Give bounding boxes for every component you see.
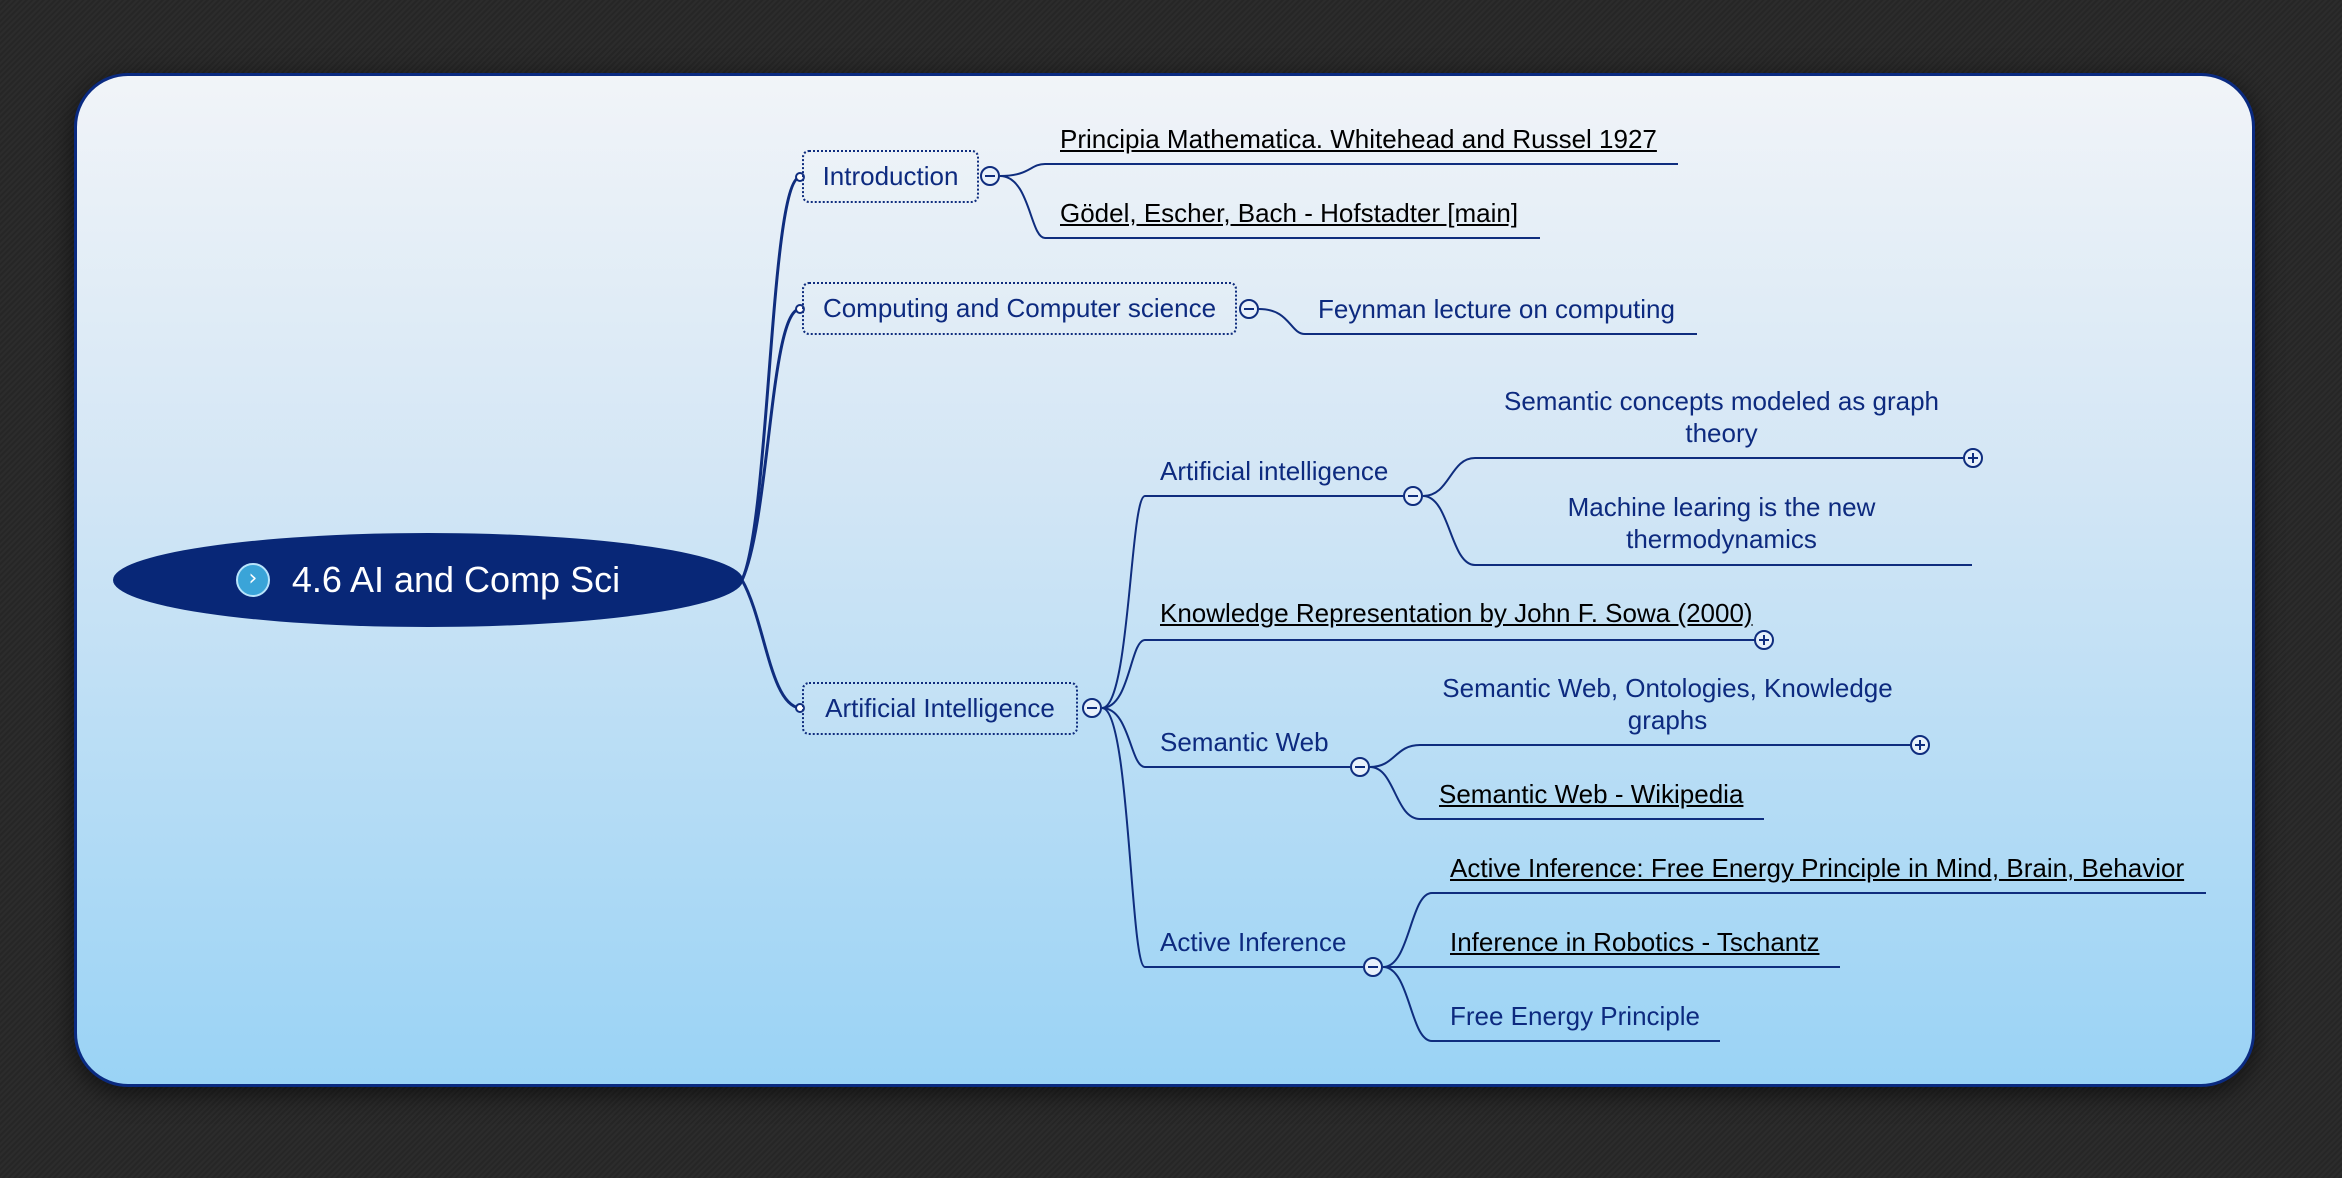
topic-introduction[interactable]: Introduction [802, 150, 979, 203]
link-inference-robotics[interactable]: Inference in Robotics - Tschantz [1450, 927, 1820, 957]
edge-semantic-web [1101, 707, 1350, 768]
link-knowledge-representation[interactable]: Knowledge Representation by John F. Sowa… [1160, 598, 1753, 628]
node-artificial-intelligence[interactable]: Artificial intelligence [1160, 456, 1389, 486]
branch-ai [740, 578, 802, 710]
edge-sw-wikipedia [1369, 766, 1764, 820]
edge-active-inference [1101, 707, 1363, 968]
expand-sw-ontologies-button[interactable] [1910, 735, 1930, 755]
collapse-introduction-button[interactable] [980, 166, 1000, 186]
link-semantic-web-wikipedia[interactable]: Semantic Web - Wikipedia [1439, 779, 1744, 809]
branch-computing [740, 307, 802, 582]
node-ml-thermodynamics[interactable]: Machine learing is the new thermodynamic… [1567, 492, 1876, 554]
topic-artificial-intelligence[interactable]: Artificial Intelligence [802, 682, 1078, 735]
edge-ml-thermo [1422, 495, 1972, 566]
expand-knowledge-representation-button[interactable] [1754, 630, 1774, 650]
topic-ai-label: Artificial Intelligence [825, 693, 1055, 723]
collapse-active-inference-button[interactable] [1363, 957, 1383, 977]
edge-knowledge [1101, 639, 1764, 709]
topic-computing-label: Computing and Computer science [822, 293, 1217, 323]
node-semantic-concepts[interactable]: Semantic concepts modeled as graph theor… [1503, 386, 1940, 448]
collapse-computing-button[interactable] [1239, 299, 1259, 319]
collapse-ai-button[interactable] [1082, 698, 1102, 718]
edge-free-energy [1382, 966, 1720, 1042]
edge-feynman [1258, 308, 1697, 335]
node-feynman[interactable]: Feynman lecture on computing [1318, 294, 1675, 324]
edge-ai-fep-mind [1382, 892, 2206, 968]
node-sw-ontologies[interactable]: Semantic Web, Ontologies, Knowledge grap… [1442, 673, 1893, 735]
topic-computing[interactable]: Computing and Computer science [802, 282, 1237, 335]
expand-semantic-concepts-button[interactable] [1963, 448, 1983, 468]
edge-principia [999, 163, 1678, 177]
link-godel[interactable]: Gödel, Escher, Bach - Hofstadter [main] [1060, 198, 1519, 228]
node-active-inference[interactable]: Active Inference [1160, 927, 1347, 957]
node-semantic-web[interactable]: Semantic Web [1160, 727, 1329, 757]
edge-godel [999, 175, 1540, 239]
edge-sw-ontologies [1369, 744, 1910, 768]
edge-semantic-concepts [1422, 457, 1963, 497]
collapse-semantic-web-button[interactable] [1350, 757, 1370, 777]
central-topic[interactable]: › 4.6 AI and Comp Sci [113, 533, 743, 627]
collapse-ai-sub-button[interactable] [1403, 486, 1423, 506]
link-active-inference-book[interactable]: Active Inference: Free Energy Principle … [1450, 853, 2185, 883]
edge-ai-sub [1101, 495, 1403, 709]
central-topic-title: 4.6 AI and Comp Sci [291, 559, 621, 600]
chevron-right-icon[interactable]: › [235, 563, 270, 597]
node-free-energy-principle[interactable]: Free Energy Principle [1450, 1001, 1700, 1031]
topic-introduction-label: Introduction [822, 161, 959, 191]
link-principia[interactable]: Principia Mathematica. Whitehead and Rus… [1060, 124, 1657, 154]
branch-introduction [740, 175, 802, 582]
